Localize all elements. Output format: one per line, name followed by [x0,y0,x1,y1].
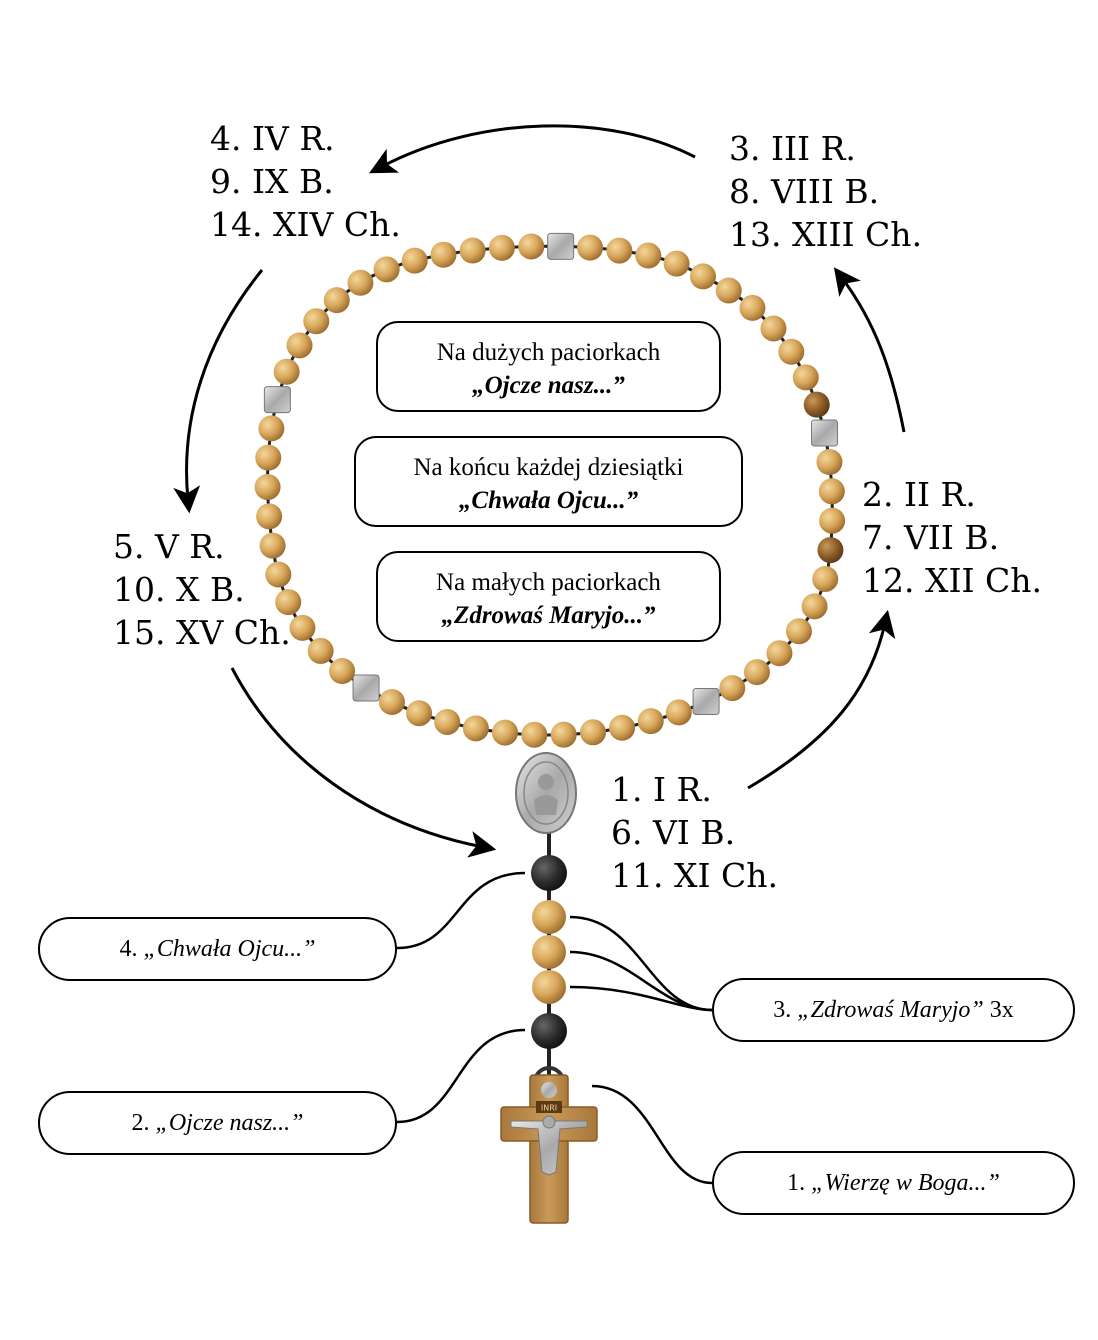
rosary-bead [462,715,489,742]
rosary-bead [329,658,356,685]
decade-label-top-left: 4. IV R. 9. IX B. 14. XIV Ch. [210,119,401,244]
rosary-bead [401,247,428,274]
rosary-loop [254,232,846,748]
rosary-bead [491,719,518,746]
rosary-bead [434,708,461,735]
small-beads-box: Na małych paciorkach „Zdrowaś Maryjo...” [376,551,721,642]
rosary-bead [816,449,843,476]
decade-label-right: 2. II R. 7. VII B. 12. XII Ch. [862,475,1043,600]
rosary-bead [323,287,350,314]
decade-label-left: 5. V R. 10. X B. 15. XV Ch. [113,527,291,652]
rosary-bead [760,315,787,342]
big-beads-box: Na dużych paciorkach „Ojcze nasz...” [376,321,721,412]
flow-arrows [173,124,906,858]
glory-be-box: 4. „Chwała Ojcu...” [38,917,397,981]
crucifix: INRI [500,1066,598,1224]
rosary-bead [265,561,292,588]
rosary-bead [286,332,313,359]
arrow-1-to-2 [747,609,896,790]
rosary-bead [719,675,746,702]
rosary-bead [273,358,300,385]
rosary-bead [778,338,805,365]
jasper-bead [532,935,566,969]
rosary-bead [307,637,334,664]
decade-end-box: Na końcu każdej dziesiątki „Chwała Ojcu.… [354,436,743,527]
rosary-bead [430,241,457,268]
rosary-bead [256,503,283,530]
rosary-bead [518,233,545,260]
rosary-bead [766,640,793,667]
connector-lines [396,871,713,1185]
rosary-bead [801,593,828,620]
arrow-2-to-3 [833,267,906,433]
rosary-bead [373,256,400,283]
rosary-bead [254,474,281,501]
decade-block [352,674,380,702]
rosary-bead [818,478,845,505]
rosary-bead [663,250,690,277]
cross-inscription: INRI [541,1104,557,1113]
creed-box: 1. „Wierzę w Boga...” [712,1151,1075,1215]
decade-label-top-right: 3. III R. 8. VIII B. 13. XIII Ch. [729,129,923,254]
rosary-bead [792,364,819,391]
rosary-bead [258,415,285,442]
decade-block [547,232,575,260]
rosary-bead [637,708,664,735]
rosary-bead [609,714,636,741]
rosary-bead [255,444,282,471]
decade-block [811,419,839,447]
rosary-bead [689,263,716,290]
rosary-bead [606,237,633,264]
rosary-bead [275,589,302,616]
rosary-bead [488,234,515,261]
arrow-3-to-4 [369,124,696,174]
rosary-bead [378,688,405,715]
rosary-bead [580,719,607,746]
rosary-bead [785,618,812,645]
jasper-bead [532,900,566,934]
lava-bead [531,855,567,891]
arrow-5-to-1 [230,667,497,858]
rosary-bead [577,234,604,261]
rosary-bead [665,699,692,726]
rosary-bead [550,721,577,748]
pendant-beads [531,855,567,1049]
rosary-bead [743,659,770,686]
rosary-bead [303,308,330,335]
rosary-bead [459,237,486,264]
rosary-bead [347,269,374,296]
decade-label-bottom-right: 1. I R. 6. VI B. 11. XI Ch. [611,770,778,895]
our-father-box: 2. „Ojcze nasz...” [38,1091,397,1155]
rosary-bead [521,721,548,748]
hail-mary-box: 3. „Zdrowaś Maryjo” 3x [712,978,1075,1042]
rosary-bead [715,277,742,304]
decade-block [263,386,291,414]
decade-block [692,687,720,715]
jasper-bead [532,970,566,1004]
rosary-bead [803,391,830,418]
rosary-bead [739,294,766,321]
rosary-bead [289,614,316,641]
rosary-bead [812,565,839,592]
lava-bead [531,1013,567,1049]
rosary-bead [819,507,846,534]
arrow-4-to-5 [173,269,264,514]
rosary-bead [817,537,844,564]
rosary-bead [259,532,286,559]
rosary-bead [406,700,433,727]
center-medal [515,752,577,834]
rosary-bead [635,242,662,269]
